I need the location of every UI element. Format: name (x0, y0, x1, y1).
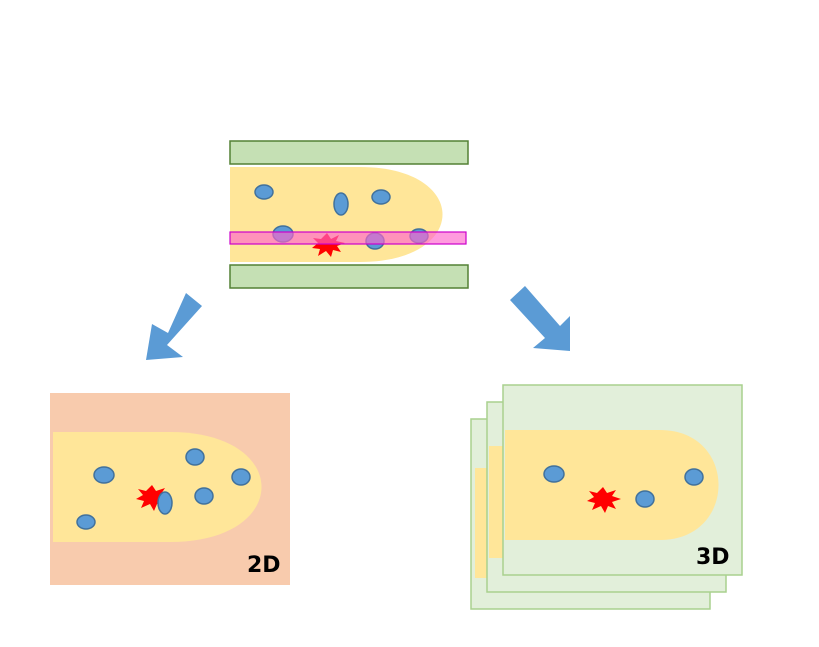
cell (185, 448, 205, 466)
cell (371, 189, 391, 205)
top-sample-group (229, 140, 469, 289)
tissue-shape-3d (505, 430, 719, 540)
arrow-to-3d (510, 286, 570, 351)
cell (333, 192, 349, 216)
cell (543, 465, 565, 483)
slice-plane (229, 231, 467, 245)
panel-2d-label: 2D (247, 553, 281, 578)
panel-3d: 3D (470, 384, 743, 610)
cell (684, 468, 704, 486)
cell (635, 490, 655, 508)
burst-marker (587, 487, 621, 513)
panel-3d-label: 3D (696, 545, 730, 570)
cell (93, 466, 115, 484)
cell (194, 487, 214, 505)
tissue-shape-2d (53, 432, 262, 542)
cell (254, 184, 274, 200)
cell (231, 468, 251, 486)
arrow-to-2d (146, 293, 202, 360)
cell (157, 491, 173, 515)
slice-layer-front: 3D (502, 384, 743, 576)
cell (76, 514, 96, 530)
panel-2d: 2D (50, 393, 290, 585)
bottom-plate (229, 264, 469, 289)
top-plate (229, 140, 469, 165)
